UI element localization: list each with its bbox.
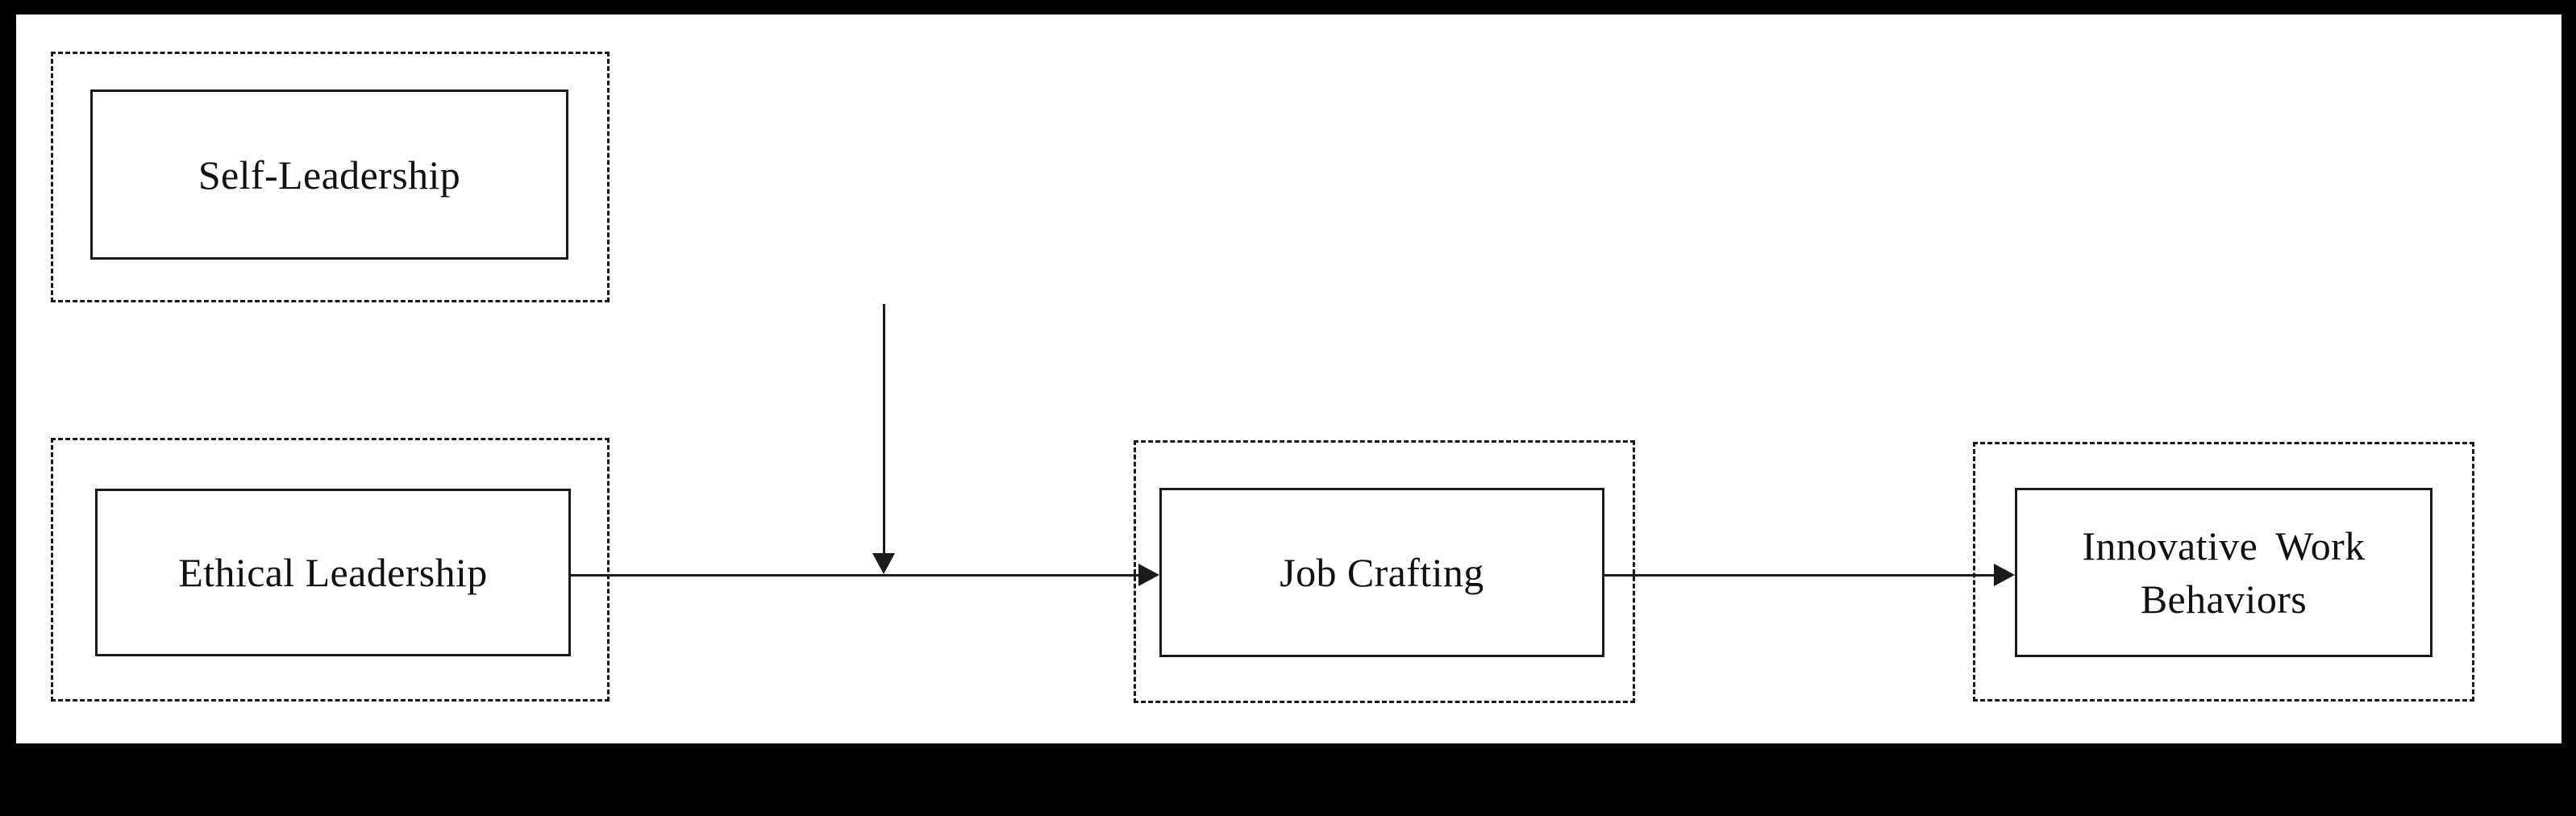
arrowhead-job-crafting-to-innovative-work-behaviors xyxy=(1994,564,2015,586)
node-self-leadership[interactable]: Self-Leadership xyxy=(90,90,568,260)
construct-container-job-crafting xyxy=(1134,440,1635,703)
construct-container-ethical-leadership xyxy=(51,438,610,702)
arrowhead-self-leadership-moderation xyxy=(872,553,895,574)
arrowhead-ethical-leadership-to-job-crafting xyxy=(1138,564,1159,586)
edge-self-leadership-moderation-line xyxy=(883,304,885,553)
node-label-self-leadership: Self-Leadership xyxy=(198,152,461,198)
node-label-innovative-work-behaviors: Innovative Work Behaviors xyxy=(2082,523,2366,622)
node-job-crafting[interactable]: Job Crafting xyxy=(1159,488,1604,657)
node-label-job-crafting: Job Crafting xyxy=(1280,550,1484,595)
node-ethical-leadership[interactable]: Ethical Leadership xyxy=(95,489,571,656)
node-innovative-work-behaviors[interactable]: Innovative Work Behaviors xyxy=(2015,488,2432,657)
edge-job-crafting-to-innovative-work-behaviors-line xyxy=(1604,574,1995,577)
construct-container-innovative-work-behaviors xyxy=(1973,442,2474,702)
diagram-canvas: Self-Leadership Ethical Leadership Job C… xyxy=(16,15,2561,743)
edge-ethical-leadership-to-job-crafting-line xyxy=(571,574,1143,577)
node-label-ethical-leadership: Ethical Leadership xyxy=(178,550,488,595)
construct-container-self-leadership xyxy=(51,52,610,302)
